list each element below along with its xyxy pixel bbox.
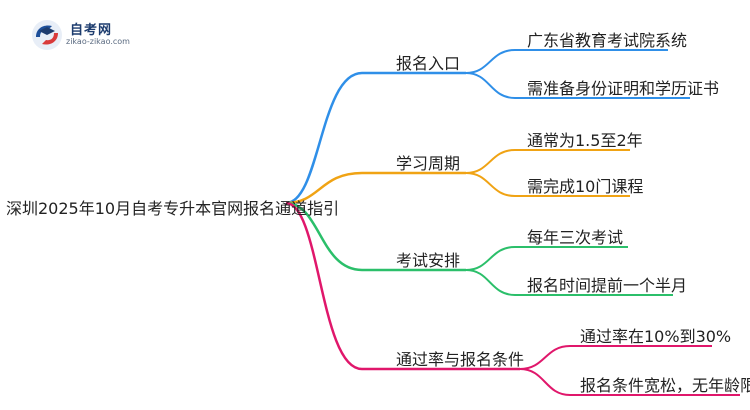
branch-2-leaf-1: 通常为1.5至2年: [527, 131, 643, 150]
connector-branch-2-leaf-2: [465, 172, 630, 197]
branch-3-leaf-2: 报名时间提前一个半月: [527, 276, 688, 295]
connector-branch-4-leaf-2: [519, 368, 740, 396]
branch-3-label: 考试安排: [396, 251, 461, 270]
branch-4-leaf-1: 通过率在10%到30%: [580, 327, 732, 346]
connector-root-branch-2: [285, 171, 466, 205]
logo-graduation-icon: [32, 20, 62, 50]
branch-2-label: 学习周期: [396, 154, 461, 173]
connector-root-branch-4: [285, 201, 520, 371]
connector-branch-2-leaf-1: [465, 149, 630, 174]
connector-root-branch-1: [285, 71, 466, 205]
branch-2-leaf-2: 需完成10门课程: [527, 177, 644, 196]
site-logo: 自考网 zikao-zikao.com: [30, 18, 140, 52]
connector-branch-1-leaf-1: [465, 49, 668, 74]
logo-url: zikao-zikao.com: [66, 37, 130, 46]
mindmap-root: 深圳2025年10月自考专升本官网报名通道指引: [6, 199, 340, 218]
connector-branch-3-leaf-1: [465, 246, 628, 271]
connector-branch-3-leaf-2: [465, 269, 673, 296]
branch-4-label: 通过率与报名条件: [396, 350, 525, 369]
logo-title: 自考网: [70, 23, 113, 38]
branch-1-label: 报名入口: [396, 54, 461, 73]
connector-root-branch-3: [285, 201, 466, 272]
connector-branch-4-leaf-1: [519, 345, 712, 370]
connector-branch-1-leaf-2: [465, 72, 690, 99]
branch-3-leaf-1: 每年三次考试: [527, 228, 624, 247]
branch-1-leaf-1: 广东省教育考试院系统: [527, 31, 688, 50]
branch-1-leaf-2: 需准备身份证明和学历证书: [527, 79, 720, 98]
branch-4-leaf-2: 报名条件宽松，无年龄限制: [580, 376, 750, 395]
